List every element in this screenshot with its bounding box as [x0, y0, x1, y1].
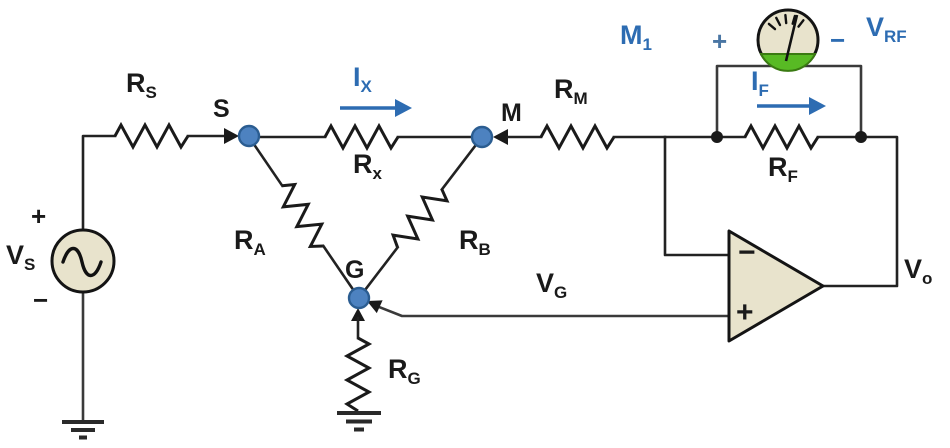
meter-ticks [767, 13, 805, 31]
rm-label: RM [554, 74, 588, 108]
node-s-dot [237, 124, 261, 148]
node-g-label: G [345, 256, 365, 284]
junction-dot-right [855, 131, 867, 143]
if-label: IF [751, 66, 769, 100]
ix-label: IX [353, 62, 372, 96]
vrf-label: VRF [866, 12, 907, 46]
rf-label: RF [768, 152, 798, 186]
meter-loop-wire [715, 64, 863, 139]
rs-resistor [113, 121, 190, 151]
opamp-icon [727, 229, 825, 343]
vg-label: VG [536, 268, 568, 302]
arrow-into-s-icon [224, 128, 239, 144]
node-g-dot [347, 286, 371, 310]
ix-current-arrow-icon [340, 99, 412, 117]
meter-plus-sign: + [712, 26, 728, 56]
junction-dot-left [711, 131, 723, 143]
meter-icon [756, 8, 820, 72]
rg-label: RG [388, 354, 421, 388]
node-m-dot [470, 125, 494, 149]
ra-resistor [280, 182, 325, 249]
ra-label: RA [234, 225, 266, 259]
rb-resistor [390, 188, 450, 248]
source-minus-sign: − [33, 285, 49, 315]
rg-ground-icon [337, 411, 381, 432]
rb-label: RB [459, 225, 491, 259]
meter-needle [784, 14, 799, 62]
meter-minus-sign: − [830, 25, 846, 55]
source-plus-sign: + [31, 201, 47, 231]
arrow-into-g-from-rg-icon [351, 308, 365, 321]
opamp-minus-sign: − [738, 236, 756, 269]
vs-ground-icon [62, 420, 104, 440]
vg-wire [372, 303, 731, 318]
ra-branch [253, 144, 356, 292]
rf-resistor [743, 122, 820, 152]
arrow-into-g-from-vg-icon [367, 300, 383, 314]
opamp-plus-sign: + [736, 296, 754, 329]
rb-branch [363, 143, 478, 292]
vs-label: VS [6, 240, 36, 274]
m1-label: M1 [620, 20, 652, 54]
rx-resistor [323, 122, 400, 152]
node-m-label: M [501, 99, 522, 127]
rs-label: RS [126, 68, 157, 102]
arrow-into-m-icon [493, 129, 508, 145]
inverting-input-wire [663, 135, 731, 257]
node-s-label: S [213, 95, 230, 123]
vo-label: Vo [904, 254, 933, 288]
rg-branch [343, 336, 373, 413]
meter-green-arc [759, 53, 817, 72]
vs-top-wire [81, 134, 117, 232]
output-feedback-wire [821, 135, 899, 288]
rx-label: Rx [353, 149, 382, 183]
rm-resistor [539, 122, 616, 152]
if-current-arrow-icon [757, 97, 826, 115]
rg-resistor [343, 336, 373, 413]
sine-symbol-icon [61, 246, 103, 278]
